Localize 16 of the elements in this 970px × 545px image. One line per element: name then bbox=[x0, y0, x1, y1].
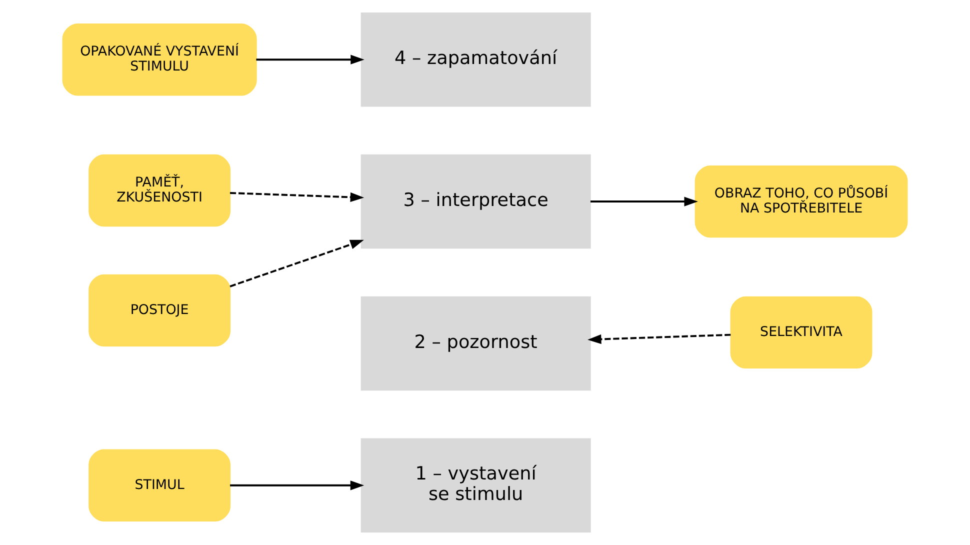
arrow bbox=[230, 480, 364, 490]
arrow bbox=[256, 54, 364, 64]
node-box: PAMĚŤ, ZKUŠENOSTI bbox=[88, 154, 231, 227]
node-box: SELEKTIVITA bbox=[730, 296, 872, 369]
node-box: OBRAZ TOHO, CO PŮSOBÍ NA SPOTŘEBITELE bbox=[694, 165, 908, 238]
node-box: 2 – pozornost bbox=[360, 296, 591, 391]
arrow bbox=[230, 240, 364, 288]
arrow bbox=[590, 196, 698, 206]
node-box: 4 – zapamatování bbox=[360, 12, 591, 107]
node-box: STIMUL bbox=[88, 449, 231, 522]
arrow bbox=[588, 334, 731, 344]
node-box: OPAKOVANÉ VYSTAVENÍ STIMULU bbox=[62, 24, 257, 96]
arrow bbox=[230, 192, 364, 202]
node-box: POSTOJE bbox=[88, 274, 231, 347]
node-box: 3 – interpretace bbox=[360, 154, 591, 249]
node-box: 1 – vystavení se stimulu bbox=[360, 438, 591, 532]
